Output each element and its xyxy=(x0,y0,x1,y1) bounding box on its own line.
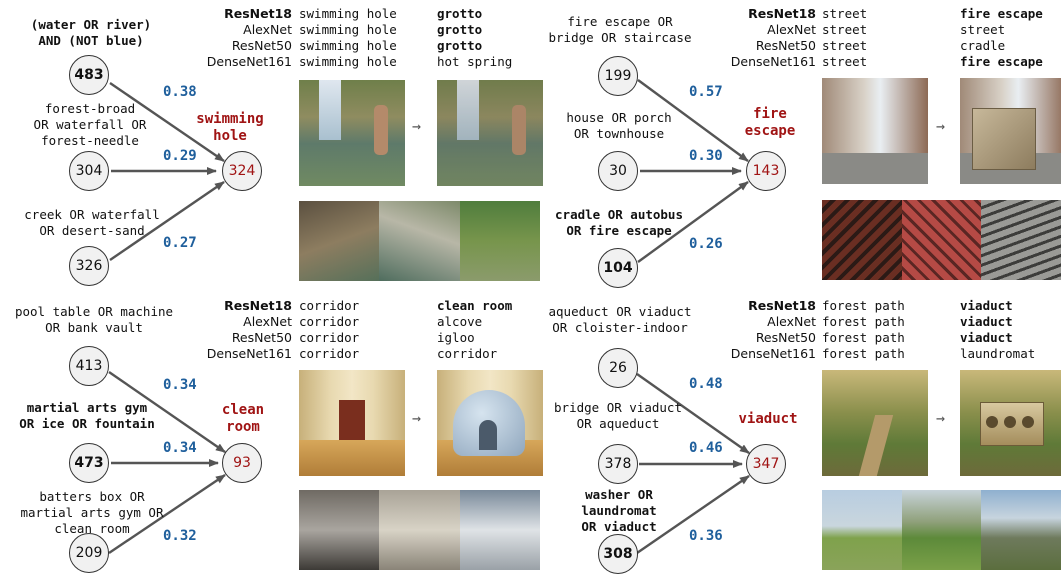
edge-4-3 xyxy=(636,475,750,554)
weight-4-1: 0.48 xyxy=(689,376,723,392)
target-node-3: 93 xyxy=(222,443,262,483)
concept-image-2c xyxy=(981,200,1061,280)
concept-images-4 xyxy=(822,490,1061,570)
original-image-3 xyxy=(299,370,405,476)
concept-image-1b xyxy=(379,201,460,281)
node-3-3: 209 xyxy=(69,533,109,573)
concept-image-2b xyxy=(901,200,982,280)
node-2-1: 199 xyxy=(598,56,638,96)
node-2-3: 104 xyxy=(598,248,638,288)
concept-image-3a xyxy=(299,490,380,570)
target-label-4: viaduct xyxy=(738,411,798,427)
concept-image-4a xyxy=(822,490,902,570)
target-node-1: 324 xyxy=(222,151,262,191)
concept-image-4b xyxy=(901,490,982,570)
node-1-3: 326 xyxy=(69,246,109,286)
arrow-4: → xyxy=(936,409,946,427)
edge-1-3 xyxy=(109,181,225,261)
concept-image-3b xyxy=(379,490,460,570)
edge-3-1 xyxy=(108,371,226,453)
concept-image-1c xyxy=(459,201,540,281)
edge-1-1 xyxy=(109,82,225,162)
concept-1-1: (water OR river)AND (NOT blue) xyxy=(30,17,152,48)
node-4-1: 26 xyxy=(598,348,638,388)
original-image-1 xyxy=(299,80,405,186)
node-3-2: 473 xyxy=(69,443,109,483)
node-4-3: 308 xyxy=(598,534,638,574)
edge-3-3 xyxy=(108,474,226,554)
arrow-3: → xyxy=(412,409,422,427)
adversarial-image-2 xyxy=(960,78,1061,184)
weight-3-3: 0.32 xyxy=(163,528,197,544)
weight-3-2: 0.34 xyxy=(163,440,197,456)
edge-4-1 xyxy=(636,373,750,454)
weight-2-2: 0.30 xyxy=(689,148,723,164)
target-node-2: 143 xyxy=(746,151,786,191)
adversarial-image-3 xyxy=(437,370,543,476)
original-image-4 xyxy=(822,370,928,476)
weight-4-3: 0.36 xyxy=(689,528,723,544)
weight-1-1: 0.38 xyxy=(163,84,197,100)
weight-3-1: 0.34 xyxy=(163,377,197,393)
concept-image-3c xyxy=(459,490,540,570)
concept-images-2 xyxy=(822,200,1061,280)
node-1-2: 304 xyxy=(69,151,109,191)
concept-image-4c xyxy=(981,490,1061,570)
edge-2-1 xyxy=(637,79,749,162)
node-1-1: 483 xyxy=(69,55,109,95)
target-node-4: 347 xyxy=(746,444,786,484)
adversarial-image-4 xyxy=(960,370,1061,476)
arrow-2: → xyxy=(936,117,946,135)
weight-4-2: 0.46 xyxy=(689,440,723,456)
node-2-2: 30 xyxy=(598,151,638,191)
adversarial-image-1 xyxy=(437,80,543,186)
weight-2-1: 0.57 xyxy=(689,84,723,100)
node-4-2: 378 xyxy=(598,444,638,484)
weight-1-2: 0.29 xyxy=(163,148,197,164)
node-3-1: 413 xyxy=(69,346,109,386)
concept-image-1a xyxy=(299,201,380,281)
concept-images-1 xyxy=(299,201,540,281)
concept-image-2a xyxy=(822,200,902,280)
concept-images-3 xyxy=(299,490,540,570)
edge-2-3 xyxy=(637,181,749,263)
weight-1-3: 0.27 xyxy=(163,235,197,251)
weight-2-3: 0.26 xyxy=(689,236,723,252)
arrow-1: → xyxy=(412,117,422,135)
original-image-2 xyxy=(822,78,928,184)
